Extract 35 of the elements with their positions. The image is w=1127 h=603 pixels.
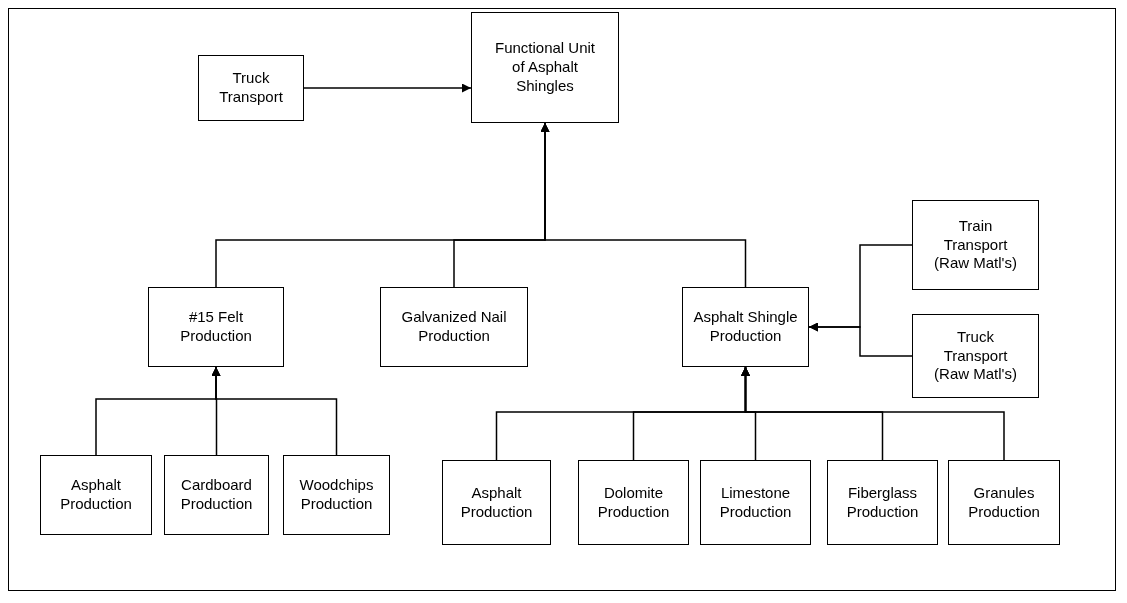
box-label: Cardboard Production [179, 476, 254, 514]
process-box [682, 287, 809, 367]
arrow [808, 322, 913, 357]
box-label: Asphalt Production [59, 476, 133, 514]
box-label: Fiberglass Production [845, 483, 920, 522]
process-box [283, 455, 390, 535]
process-box [40, 455, 152, 535]
process-box [912, 200, 1039, 290]
box-label: Asphalt Production [459, 483, 534, 522]
arrow [540, 122, 747, 288]
box-label: Galvanized Nail Production [400, 308, 508, 346]
box-label: Dolomite Production [596, 483, 671, 522]
process-box [442, 460, 551, 545]
box-label: Truck Transport [218, 69, 284, 107]
process-box [827, 460, 938, 545]
box-label: Functional Unit of Asphalt Shingles [493, 39, 597, 96]
process-box [164, 455, 269, 535]
arrow [303, 83, 472, 93]
box-label: Limestone Production [718, 483, 793, 522]
box-label: Woodchips Production [298, 476, 375, 514]
process-box [380, 287, 528, 367]
process-box [578, 460, 689, 545]
process-box [948, 460, 1060, 545]
arrow [741, 366, 1005, 461]
process-box [148, 287, 284, 367]
box-label: Granules Production [967, 483, 1041, 522]
box-label: #15 Felt Production [179, 308, 253, 346]
box-label: Truck Transport (Raw Matl's) [933, 327, 1018, 385]
process-box [912, 314, 1039, 398]
box-label: Asphalt Shingle Production [692, 308, 799, 346]
process-box [471, 12, 619, 123]
process-box [198, 55, 304, 121]
process-box [700, 460, 811, 545]
box-label: Train Transport (Raw Matl's) [933, 216, 1018, 274]
arrow [211, 366, 338, 456]
